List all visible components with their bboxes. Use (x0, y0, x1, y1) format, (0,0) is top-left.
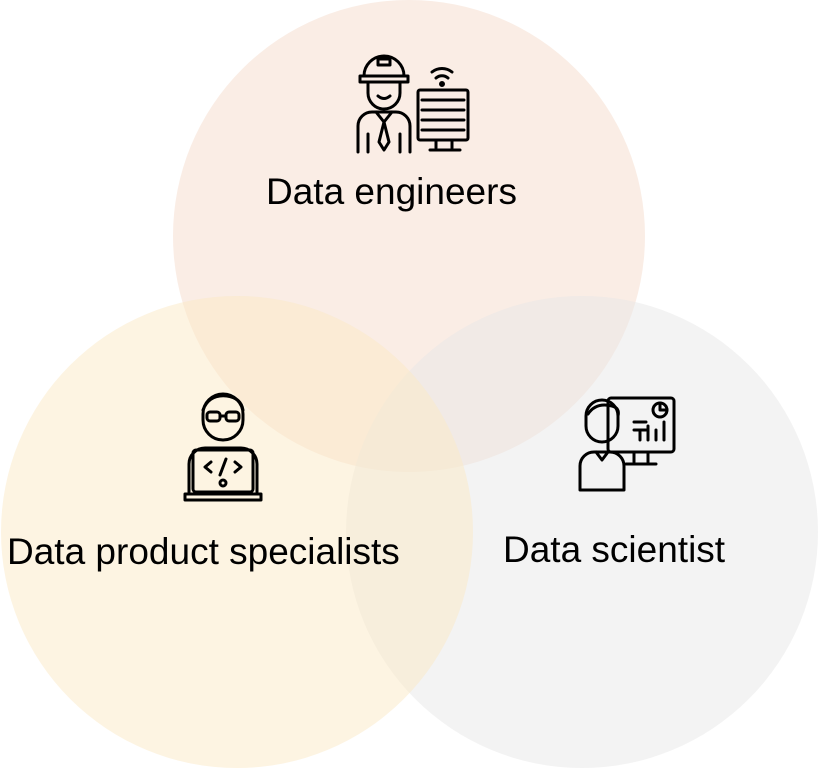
scientist-dashboard-icon (578, 396, 676, 492)
label-data-product-specialists: Data product specialists (7, 531, 400, 572)
engineer-icon (356, 54, 470, 154)
developer-laptop-icon (183, 392, 263, 502)
circle-data-scientist (346, 296, 818, 768)
label-data-scientist: Data scientist (503, 529, 726, 570)
circle-data-product-specialists (1, 296, 473, 768)
label-data-engineers: Data engineers (266, 171, 517, 212)
